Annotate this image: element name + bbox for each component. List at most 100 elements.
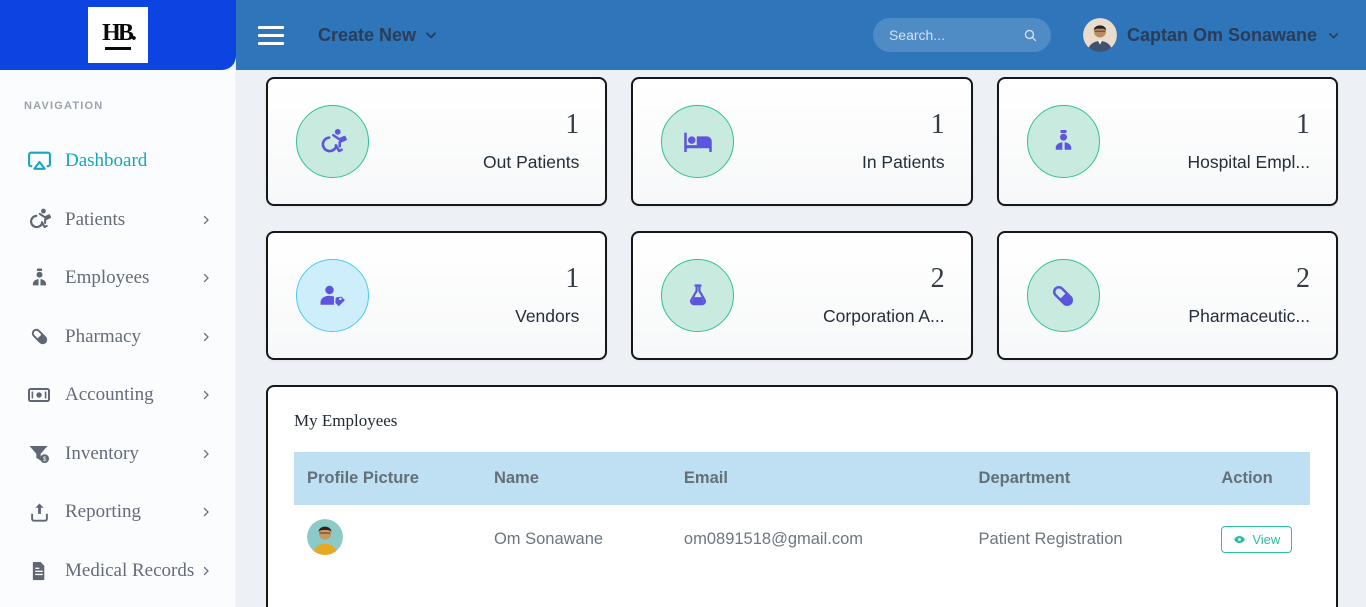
sidebar-item-reporting[interactable]: Reporting: [0, 483, 236, 542]
stat-value: 2: [1296, 262, 1310, 294]
stat-value: 1: [565, 108, 580, 140]
airplay-icon: [24, 149, 54, 174]
file-icon: [24, 560, 54, 582]
logo-underline: [105, 46, 131, 50]
employee-avatar: [307, 519, 343, 555]
stat-icon-circle: [296, 105, 369, 178]
sidebar-item-medical-records[interactable]: Medical Records: [0, 542, 236, 601]
wheelchair-icon: [318, 127, 348, 157]
stat-label: Pharmaceutic...: [1188, 305, 1310, 326]
stat-label: Out Patients: [483, 151, 580, 172]
stat-card-out-patients[interactable]: 1 Out Patients: [266, 77, 608, 206]
stat-card-in-patients[interactable]: 1 In Patients: [631, 77, 973, 206]
user-tag-icon: [318, 281, 348, 311]
my-employees-panel: My Employees Profile Picture Name Email …: [266, 385, 1338, 607]
sidebar-item-patients[interactable]: Patients: [0, 191, 236, 250]
stat-icon-circle: [661, 259, 735, 332]
view-button-label: View: [1252, 532, 1281, 547]
chevron-right-icon: [200, 448, 212, 460]
employee-name: Om Sonawane: [493, 530, 604, 548]
wheelchair-icon: [24, 207, 54, 232]
table-title: My Employees: [294, 411, 398, 430]
column-header-action: Action: [1208, 452, 1310, 505]
user-name: Captan Om Sonawane: [1126, 24, 1317, 45]
sidebar-section-label: NAVIGATION: [24, 100, 104, 112]
stat-card-vendors[interactable]: 1 Vendors: [266, 231, 608, 360]
chevron-right-icon: [200, 331, 212, 343]
chevron-right-icon: [200, 506, 212, 518]
stat-icon-circle: [1026, 105, 1100, 178]
top-bar: HB. Create New Captan Om Sonawane: [0, 0, 1366, 70]
employee-department: Patient Registration: [978, 530, 1123, 548]
stat-label: In Patients: [861, 151, 945, 172]
stat-label: Corporation A...: [823, 305, 945, 326]
stat-card-corporation[interactable]: 2 Corporation A...: [631, 231, 973, 360]
sidebar-item-accounting[interactable]: Accounting: [0, 366, 236, 425]
chevron-down-icon: [1327, 29, 1340, 42]
funnel-dollar-icon: $: [24, 442, 54, 466]
stat-value: 1: [565, 262, 580, 294]
navbar: Create New Captan Om Sonawane: [236, 0, 1366, 70]
stat-icon-circle: [296, 259, 369, 332]
sidebar-item-label: Pharmacy: [65, 325, 141, 347]
search-input[interactable]: [888, 27, 1022, 43]
stat-value: 1: [1296, 108, 1310, 140]
stat-value: 2: [930, 262, 945, 294]
capsule-icon: [24, 325, 54, 348]
search-icon[interactable]: [1022, 27, 1039, 44]
table-row: Om Sonawane om0891518@gmail.com Patient …: [294, 505, 1310, 574]
chevron-down-icon: [424, 28, 438, 42]
column-header-profile-picture: Profile Picture: [294, 452, 481, 505]
stat-icon-circle: [1026, 259, 1100, 332]
table-header-row: Profile Picture Name Email Department Ac…: [294, 452, 1310, 505]
search-box[interactable]: [872, 18, 1051, 52]
stat-label: Hospital Empl...: [1187, 151, 1310, 172]
sidebar-item-dashboard[interactable]: Dashboard: [0, 132, 236, 191]
stat-cards: 1 Out Patients 1 In Patients: [266, 77, 1338, 360]
column-header-name: Name: [480, 452, 671, 505]
sidebar-item-pharmacy[interactable]: Pharmacy: [0, 308, 236, 367]
sidebar-item-label: Employees: [65, 267, 150, 289]
eye-icon: [1233, 533, 1246, 546]
bed-icon: [683, 127, 713, 157]
capsule-icon: [1048, 281, 1078, 311]
column-header-department: Department: [965, 452, 1209, 505]
money-bill-icon: [24, 383, 54, 407]
upload-icon: [24, 501, 54, 524]
app-logo: HB.: [88, 7, 148, 63]
sidebar-item-label: Patients: [65, 208, 126, 230]
user-menu[interactable]: Captan Om Sonawane: [1082, 18, 1340, 52]
nurse-icon: [1050, 128, 1077, 155]
sidebar-item-label: Accounting: [65, 384, 154, 406]
stat-icon-circle: [661, 105, 735, 178]
chevron-right-icon: [200, 214, 212, 226]
sidebar-item-label: Inventory: [65, 442, 139, 464]
svg-text:$: $: [43, 456, 47, 463]
stat-card-hospital-employees[interactable]: 1 Hospital Empl...: [996, 77, 1338, 206]
column-header-email: Email: [670, 452, 966, 505]
sidebar-item-employees[interactable]: Employees: [0, 249, 236, 308]
chevron-right-icon: [200, 389, 212, 401]
chevron-right-icon: [200, 272, 212, 284]
sidebar-item-inventory[interactable]: $ Inventory: [0, 425, 236, 484]
stat-value: 1: [930, 108, 945, 140]
sidebar-item-label: Dashboard: [65, 150, 148, 172]
logo-text: HB.: [102, 19, 137, 46]
avatar: [1082, 18, 1117, 52]
logo-container[interactable]: HB.: [0, 0, 236, 70]
sidebar-item-label: Medical Records: [65, 559, 195, 581]
employee-icon: [24, 267, 54, 290]
sidebar: NAVIGATION Dashboard Patients Employees: [0, 70, 236, 607]
menu-toggle-icon[interactable]: [258, 25, 284, 45]
stat-label: Vendors: [515, 305, 580, 326]
main-content: 1 Out Patients 1 In Patients: [236, 70, 1366, 607]
view-button[interactable]: View: [1221, 526, 1293, 553]
sidebar-item-label: Reporting: [65, 501, 141, 523]
employee-email: om0891518@gmail.com: [683, 530, 864, 548]
chevron-right-icon: [200, 565, 212, 577]
stat-card-pharmaceutical[interactable]: 2 Pharmaceutic...: [996, 231, 1338, 360]
create-new-dropdown[interactable]: Create New: [318, 25, 438, 46]
flask-icon: [684, 282, 712, 310]
create-new-label: Create New: [318, 24, 417, 45]
employees-table: Profile Picture Name Email Department Ac…: [294, 452, 1310, 574]
